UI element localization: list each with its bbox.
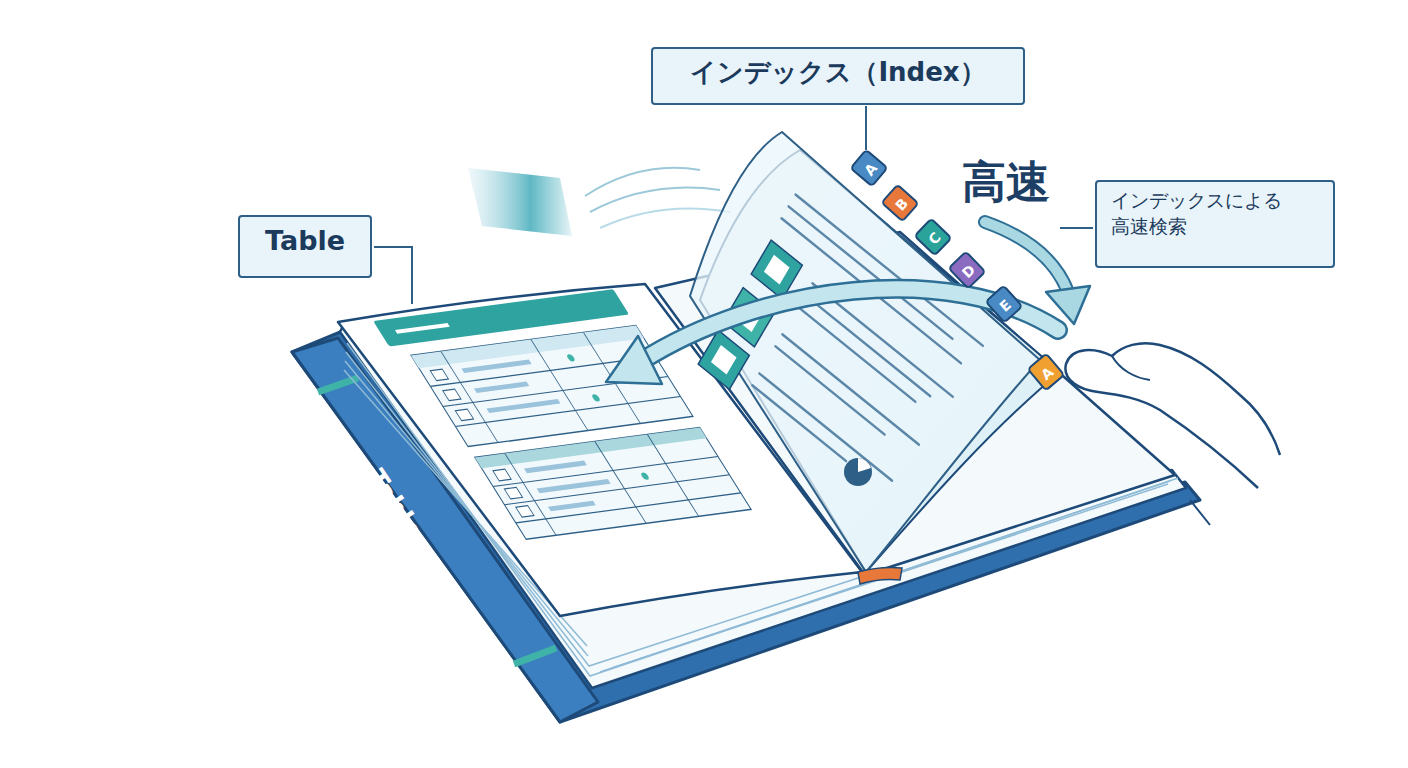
- speed-arrowhead: [1046, 286, 1090, 324]
- hand: [1112, 356, 1150, 380]
- callout-box: インデックスによる 高速検索: [1095, 180, 1335, 268]
- callout-box: Table: [238, 215, 372, 278]
- leader-line: [374, 247, 412, 304]
- hand: [1065, 343, 1280, 488]
- index-tab: B: [880, 183, 920, 222]
- leader-line: [865, 106, 867, 150]
- bookmark: [858, 568, 902, 585]
- chart-icon: [844, 458, 872, 486]
- index-tab: A: [849, 148, 889, 187]
- page-text-lines: [697, 195, 983, 514]
- callout-box: インデックス（Index）: [651, 47, 1025, 105]
- leader-line: [1060, 227, 1093, 229]
- speed-label: 高速: [962, 156, 1050, 209]
- speed-arrow: [985, 222, 1068, 292]
- callout-text: インデックスによる 高速検索: [1111, 188, 1319, 239]
- motion-line: [600, 208, 730, 228]
- hand: [1190, 500, 1210, 525]
- callout-text: Table: [265, 223, 345, 259]
- lookup-arrowhead: [606, 336, 662, 384]
- callout-text: インデックス（Index）: [690, 55, 985, 90]
- speed-arrow: [985, 222, 1068, 292]
- spine-band: [514, 648, 556, 664]
- flying-page: [468, 168, 572, 236]
- chart-icon: [858, 458, 871, 472]
